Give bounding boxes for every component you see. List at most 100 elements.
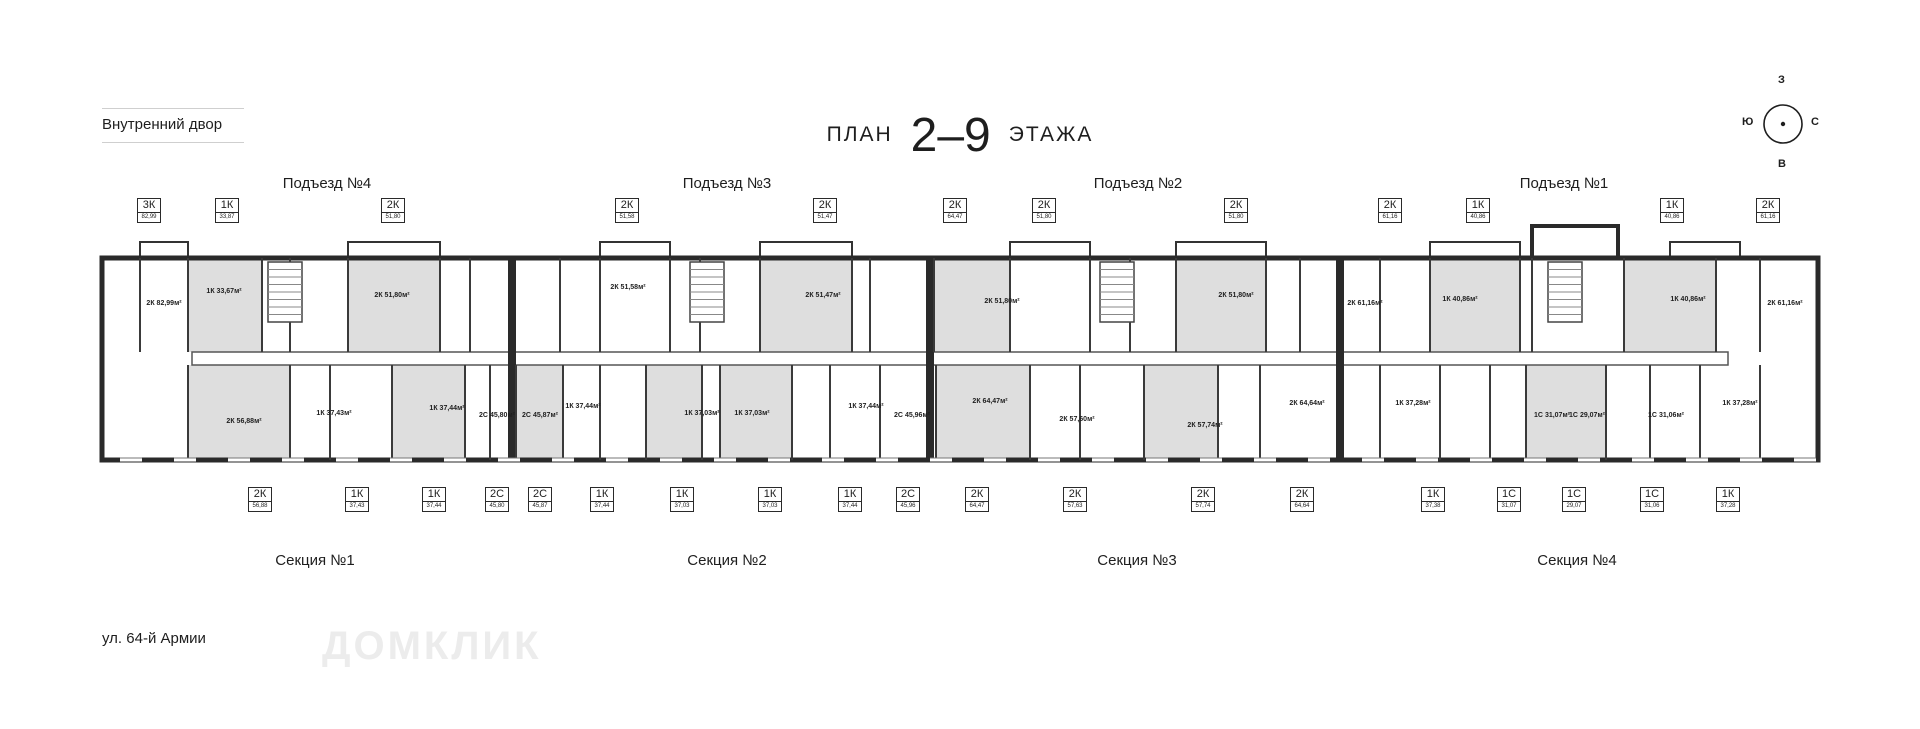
apartment-label: 1С 31,06м² [1648, 412, 1684, 419]
apartment-label: 1С 31,07м² [1534, 412, 1570, 419]
apartment-zone-shade [348, 258, 440, 352]
apartment-type: 2К [1059, 416, 1068, 423]
unit-badge-type: 1К [215, 198, 239, 213]
unit-badge-area: 82,99 [137, 213, 161, 223]
apartment-type: 1С [1569, 412, 1578, 419]
apartment-zone-shade [392, 365, 465, 460]
apartment-label: 1К 37,44м² [429, 405, 464, 412]
apartment-type: 2К [1187, 422, 1196, 429]
plan-title: ПЛАН 2–9 ЭТАЖА [0, 109, 1920, 162]
apartment-label: 1К 37,44м² [565, 403, 600, 410]
unit-badge-area: 51,80 [1224, 213, 1248, 223]
apartment-label: 2К 51,80м² [1218, 292, 1253, 299]
apartment-label: 1К 37,03м² [734, 410, 769, 417]
apartment-zone-shade [760, 258, 852, 352]
apartment-area: 64,64м² [1299, 400, 1325, 407]
apartment-type: 2К [984, 298, 993, 305]
unit-badge-type: 2К [1032, 198, 1056, 213]
apartment-area: 31,07м² [1544, 412, 1570, 419]
unit-badge-area: 37,38 [1421, 502, 1445, 512]
unit-badge-type: 2С [896, 487, 920, 502]
apartment-label: 1С 29,07м² [1569, 412, 1605, 419]
unit-badge-type: 1К [1660, 198, 1684, 213]
apartment-type: 2К [610, 284, 619, 291]
apartment-type: 1К [429, 405, 438, 412]
apartment-type: 2К [1218, 292, 1227, 299]
apartment-label: 1К 40,86м² [1670, 296, 1705, 303]
apartment-label: 2С 45,87м² [522, 412, 558, 419]
compass: З С В Ю [1728, 68, 1848, 178]
courtyard-text: Внутренний двор [102, 116, 223, 133]
unit-badge-type: 3К [137, 198, 161, 213]
apartment-type: 1К [1442, 296, 1451, 303]
unit-badge-type: 1К [422, 487, 446, 502]
section-wall [508, 258, 516, 460]
unit-badge-area: 37,43 [345, 502, 369, 512]
apartment-label: 2К 57,74м² [1187, 422, 1222, 429]
unit-badge-type: 1К [345, 487, 369, 502]
unit-badge-type: 2К [965, 487, 989, 502]
apartment-area: 45,87м² [532, 412, 558, 419]
unit-badge-type: 2К [1063, 487, 1087, 502]
unit-badge-type: 2К [615, 198, 639, 213]
unit-badge-area: 51,80 [381, 213, 405, 223]
apartment-zone-shade [1144, 365, 1218, 460]
unit-badge-area: 45,96 [896, 502, 920, 512]
unit-badge-type: 2К [1224, 198, 1248, 213]
apartment-type: 2К [226, 418, 235, 425]
entrance-label: Подъезд №1 [1519, 175, 1609, 192]
apartment-type: 1К [565, 403, 574, 410]
unit-badge-type: 1К [1716, 487, 1740, 502]
apartment-zone-shade [516, 365, 563, 460]
watermark-logo: ДОМКЛИК [322, 624, 542, 668]
apartment-area: 51,80м² [1228, 292, 1254, 299]
street-name: ул. 64-й Армии [102, 630, 206, 647]
apartment-area: 61,16м² [1357, 300, 1383, 307]
unit-badge-area: 37,44 [422, 502, 446, 512]
courtyard-label: Внутренний двор [102, 108, 244, 143]
apartment-type: 2С [479, 412, 488, 419]
apartment-label: 2К 64,64м² [1289, 400, 1324, 407]
apartment-area: 56,88м² [236, 418, 262, 425]
unit-badge-area: 37,44 [590, 502, 614, 512]
apartment-label: 2К 82,99м² [146, 300, 181, 307]
apartment-type: 1К [1722, 400, 1731, 407]
apartment-area: 45,96м² [904, 412, 930, 419]
unit-badge-type: 2К [1378, 198, 1402, 213]
apartment-type: 2К [972, 398, 981, 405]
unit-badge-type: 2К [1756, 198, 1780, 213]
apartment-area: 82,99м² [156, 300, 182, 307]
unit-badge-type: 1С [1562, 487, 1586, 502]
apartment-label: 1К 33,67м² [206, 288, 241, 295]
apartment-label: 2К 56,88м² [226, 418, 261, 425]
apartment-label: 2К 51,47м² [805, 292, 840, 299]
unit-badge-area: 51,58 [615, 213, 639, 223]
outer-wall [99, 255, 1821, 463]
unit-badge-area: 61,16 [1378, 213, 1402, 223]
apartment-area: 61,16м² [1777, 300, 1803, 307]
apartment-area: 40,86м² [1680, 296, 1706, 303]
apartment-label: 2С 45,96м² [894, 412, 930, 419]
apartment-label: 2К 64,47м² [972, 398, 1007, 405]
unit-badge-type: 2К [1191, 487, 1215, 502]
apartment-label: 2К 51,80м² [374, 292, 409, 299]
compass-west: Ю [1742, 116, 1754, 128]
